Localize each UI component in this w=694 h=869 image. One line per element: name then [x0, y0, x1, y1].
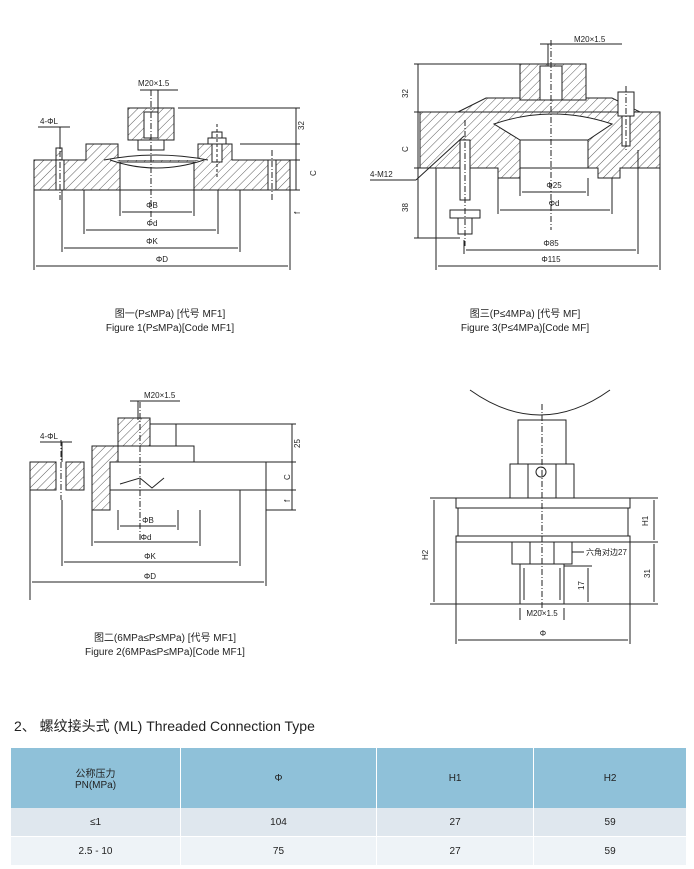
fig1-h32-label: 32 — [297, 121, 306, 130]
cell-h2: 59 — [533, 808, 686, 837]
fig3-phi25-label: Φ25 — [546, 181, 562, 190]
figure-2-caption-en: Figure 2(6MPa≤P≤MPa)[Code MF1] — [85, 647, 245, 658]
fig4-phi-label: Φ — [540, 629, 546, 638]
fig2-phid-outer-label: ΦD — [144, 572, 156, 581]
figure-1-labels: M20×1.5 4-ΦL 32 C f ΦB Φd ΦK ΦD — [40, 79, 318, 264]
fig3-phi115-label: Φ115 — [541, 255, 561, 264]
fig4-h31-label: 31 — [643, 569, 652, 578]
fig2-phik-label: ΦK — [144, 552, 156, 561]
figure-3-drawing — [370, 40, 661, 270]
header-pn-en: PN(MPa) — [74, 780, 117, 791]
fig4-h2-label: H2 — [421, 549, 430, 560]
table-header-row: 公称压力 PN(MPa) Φ H1 H2 — [11, 748, 686, 808]
cell-pn: 2.5 - 10 — [11, 836, 181, 865]
figure-2-drawing — [29, 400, 296, 600]
fig3-h32-label: 32 — [401, 89, 410, 98]
figure-3-caption: 图三(P≤4MPa) [代号 MF] Figure 3(P≤4MPa)[Code… — [420, 308, 630, 336]
fig1-f-label: f — [293, 211, 302, 214]
fig2-c-label: C — [283, 474, 292, 480]
fig1-phib-label: ΦB — [146, 201, 158, 210]
fig3-phi85-label: Φ85 — [543, 239, 559, 248]
figure-3-caption-cn: 图三(P≤4MPa) [代号 MF] — [469, 309, 581, 320]
fig1-thread-label: M20×1.5 — [138, 79, 170, 88]
fig2-phid-label: Φd — [141, 533, 152, 542]
fig4-h17-label: 17 — [577, 581, 586, 590]
figure-1-caption-cn: 图一(P≤MPa) [代号 MF1] — [114, 309, 226, 320]
fig4-h1-label: H1 — [641, 515, 650, 526]
figure-3-caption-en: Figure 3(P≤4MPa)[Code MF] — [460, 323, 590, 334]
fig4-thread-label: M20×1.5 — [526, 609, 558, 618]
figure-1-drawing — [33, 89, 300, 270]
cell-phi: 75 — [180, 836, 377, 865]
fig1-phid-outer-label: ΦD — [156, 255, 168, 264]
cell-h1: 27 — [376, 808, 535, 837]
fig2-holes-label: 4-ΦL — [40, 432, 58, 441]
header-h1: H1 — [376, 748, 535, 808]
figure-1-caption-en: Figure 1(P≤MPa)[Code MF1] — [105, 323, 235, 334]
figure-2-caption-cn: 图二(6MPa≤P≤MPa) [代号 MF1] — [93, 633, 237, 644]
fig1-holes-label: 4-ΦL — [40, 117, 58, 126]
header-pn-cn: 公称压力 — [75, 769, 116, 780]
header-h2: H2 — [533, 748, 686, 808]
cell-pn: ≤1 — [11, 808, 181, 837]
figure-1-caption: 图一(P≤MPa) [代号 MF1] Figure 1(P≤MPa)[Code … — [60, 308, 280, 336]
fig2-h25-label: 25 — [293, 439, 302, 448]
header-phi: Φ — [180, 748, 377, 808]
technical-drawings: M20×1.5 4-ΦL 32 C f ΦB Φd ΦK ΦD — [29, 35, 661, 644]
fig2-thread-label: M20×1.5 — [144, 391, 176, 400]
fig2-phib-label: ΦB — [142, 516, 154, 525]
figure-4-labels: H1 H2 六角对边27 31 17 M20×1.5 Φ — [421, 515, 652, 638]
figure-2-caption: 图二(6MPa≤P≤MPa) [代号 MF1] Figure 2(6MPa≤P≤… — [40, 632, 290, 660]
fig1-phid-label: Φd — [147, 219, 158, 228]
figure-4-drawing — [430, 389, 658, 644]
figure-3-labels: M20×1.5 32 C 38 4-M12 Φ25 Φd Φ85 Φ115 — [370, 35, 606, 264]
cell-phi: 104 — [180, 808, 377, 837]
fig4-hex-label: 六角对边27 — [586, 547, 627, 557]
table-row: ≤1 104 27 59 — [11, 808, 686, 837]
header-pn: 公称压力 PN(MPa) — [11, 748, 181, 808]
table-row: 2.5 - 10 75 27 59 — [11, 836, 686, 865]
fig3-thread-label: M20×1.5 — [574, 35, 606, 44]
cell-h2: 59 — [533, 836, 686, 865]
fig3-c-label: C — [401, 146, 410, 152]
fig3-h38-label: 38 — [401, 203, 410, 212]
fig3-bolts-label: 4-M12 — [370, 170, 393, 179]
fig1-phik-label: ΦK — [146, 237, 158, 246]
cell-h1: 27 — [376, 836, 535, 865]
fig2-f-label: f — [283, 499, 292, 502]
fig3-phid-label: Φd — [549, 199, 560, 208]
figure-2-labels: M20×1.5 4-ΦL 25 C f ΦB Φd ΦK ΦD — [40, 391, 302, 581]
section-title: 2、 螺纹接头式 (ML) Threaded Connection Type — [14, 718, 315, 734]
fig1-c-label: C — [309, 170, 318, 176]
spec-table: 公称压力 PN(MPa) Φ H1 H2 ≤1 104 27 59 2.5 - … — [11, 748, 686, 865]
